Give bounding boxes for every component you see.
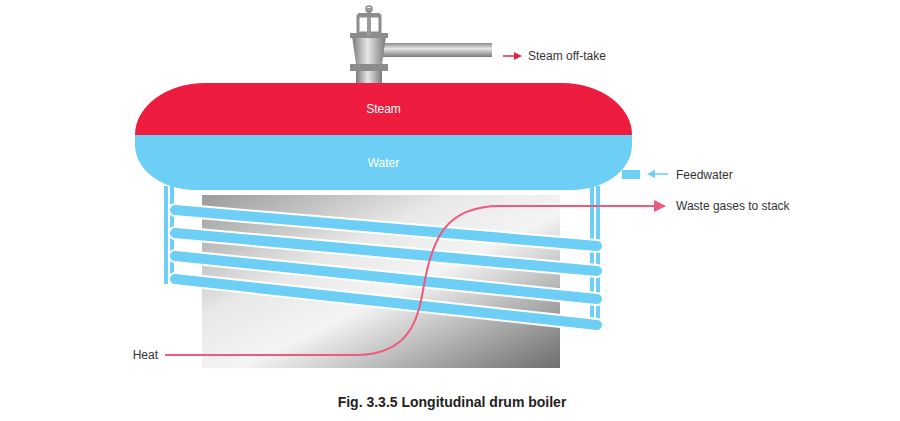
callout-label: Feedwater xyxy=(676,168,733,182)
figure-caption: Fig. 3.3.5 Longitudinal drum boiler xyxy=(338,394,567,410)
region-label: Water xyxy=(368,156,400,170)
feedwater-pipe xyxy=(622,170,640,179)
callout-label: Waste gases to stack xyxy=(676,199,790,213)
water-space: Water xyxy=(135,135,632,190)
region-label: Steam xyxy=(366,102,401,116)
generating-tubes xyxy=(175,210,597,325)
callout-label: Heat xyxy=(133,348,158,362)
steam-arrow xyxy=(503,52,522,60)
feedwater-arrow xyxy=(647,170,668,178)
steam-space: Steam xyxy=(135,83,632,135)
heat-gas-path xyxy=(165,200,666,355)
callout-label: Steam off-take xyxy=(528,49,606,63)
steam-valve xyxy=(350,6,492,84)
